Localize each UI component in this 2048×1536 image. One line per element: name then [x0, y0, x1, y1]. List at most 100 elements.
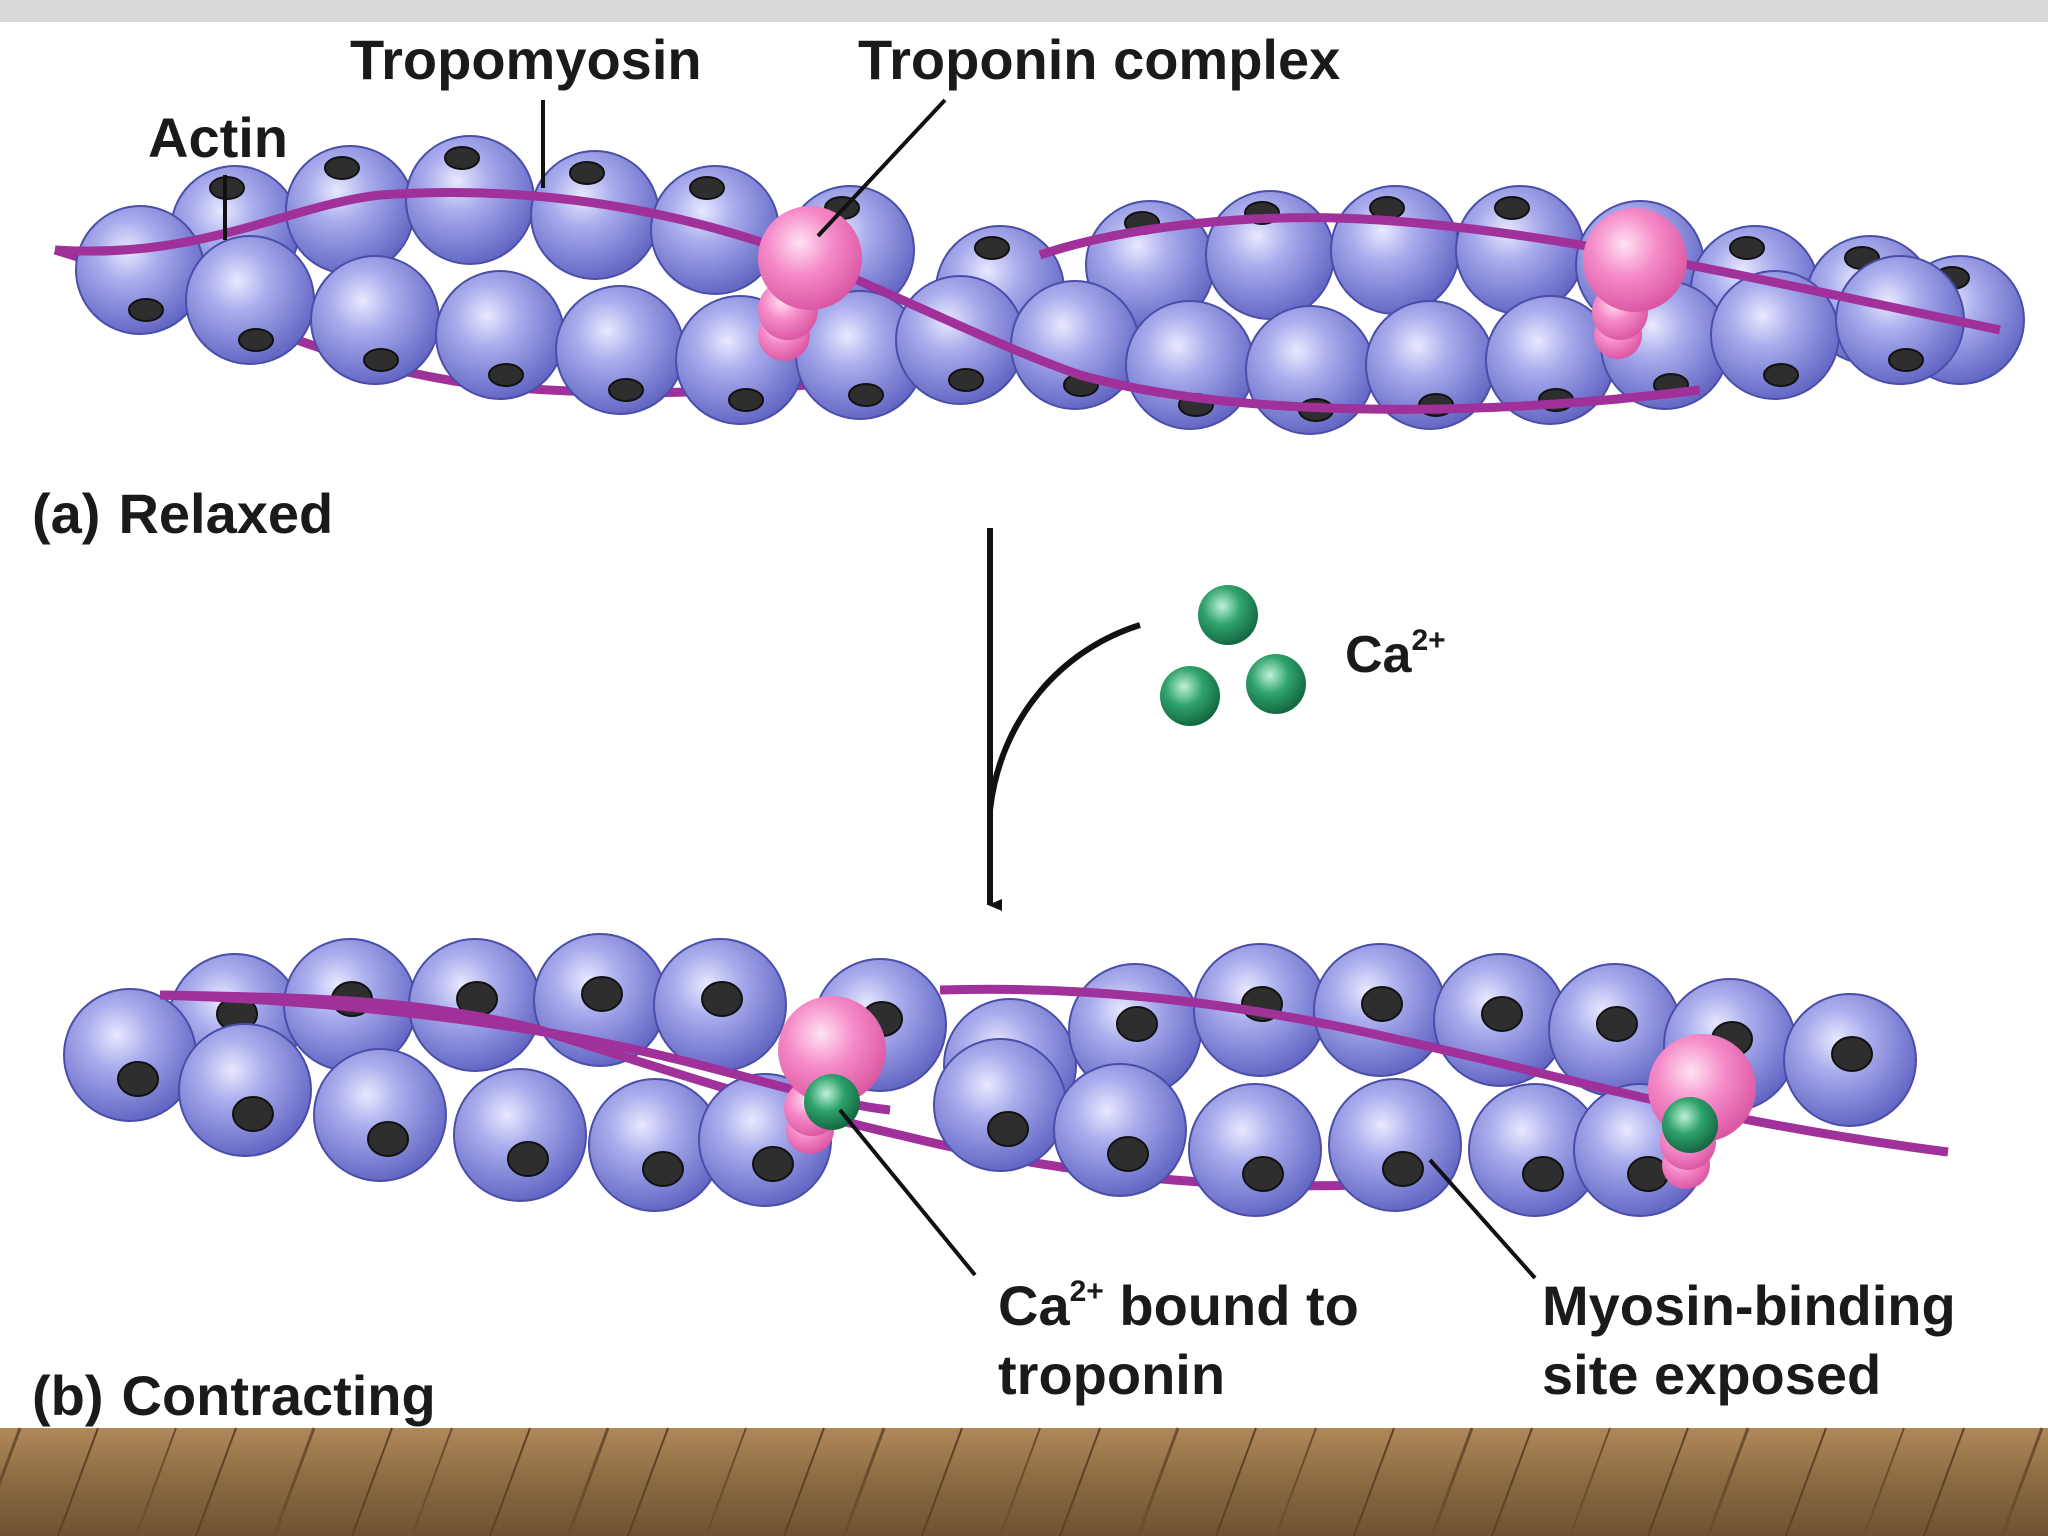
bound-label-charge: 2+ [1070, 1275, 1104, 1308]
plank-seam [411, 1427, 453, 1536]
myosin-binding-site [1831, 1036, 1873, 1072]
actin-monomer [795, 290, 925, 420]
plank-seam [627, 1427, 669, 1536]
calcium-label: Ca2+ [1345, 624, 1446, 684]
relaxed-caption: (a) Relaxed [32, 482, 333, 545]
plank-seam [999, 1427, 1041, 1536]
plank-seam [1215, 1427, 1257, 1536]
panel-b-title: Contracting [122, 1364, 436, 1427]
actin-monomer [63, 988, 197, 1122]
plank-seam [921, 1427, 963, 1536]
myosin-binding-site [1494, 196, 1530, 220]
actin-monomer [310, 255, 440, 385]
actin-monomer [178, 1023, 312, 1157]
plank-seam [2000, 1427, 2044, 1536]
actin-monomer [555, 285, 685, 415]
plank-seam [1569, 1427, 1611, 1536]
actin-monomer [1455, 185, 1585, 315]
actin-monomer [653, 938, 787, 1072]
troponin-complex-bound [778, 996, 886, 1154]
plank-seam [566, 1427, 610, 1536]
bound-calcium-label: Ca2+ bound to [998, 1274, 1359, 1337]
tropomyosin-label: Tropomyosin [350, 28, 702, 91]
myosin-binding-site [1481, 996, 1523, 1032]
actin-monomer [1245, 305, 1375, 435]
calcium-ion [1160, 666, 1220, 726]
contracting-caption: (b) Contracting [32, 1364, 436, 1427]
myosin-binding-site [948, 368, 984, 392]
plank-seam [1059, 1427, 1101, 1536]
myosin-binding-site [1116, 1006, 1158, 1042]
myosin-binding-site [238, 328, 274, 352]
actin-monomer [435, 270, 565, 400]
actin-monomer [408, 938, 542, 1072]
actin-monomer [75, 205, 205, 335]
plank-seam [1647, 1427, 1689, 1536]
bound-calcium-label-line2: troponin [998, 1343, 1225, 1406]
actin-monomer [453, 1068, 587, 1202]
myosin-binding-site [128, 298, 164, 322]
myosin-binding-site [488, 363, 524, 387]
tropomyosin-strand [1038, 213, 2001, 335]
myosin-binding-site [367, 1121, 409, 1157]
actin-monomer [1125, 300, 1255, 430]
plank-seam [1491, 1427, 1533, 1536]
actin-monomer [1783, 993, 1917, 1127]
myosin-binding-site [752, 1146, 794, 1182]
myosin-binding-site [1361, 986, 1403, 1022]
actin-monomer [895, 275, 1025, 405]
plank-seam [195, 1427, 237, 1536]
actin-monomer [588, 1078, 722, 1212]
tropomyosin-strand [939, 984, 1949, 1157]
troponin-complex [758, 206, 862, 361]
panel-a-letter: (a) [32, 482, 100, 545]
calcium-ion [1246, 654, 1306, 714]
myosin-binding-site [1888, 348, 1924, 372]
bound-calcium-ion [1662, 1097, 1718, 1153]
myosin-binding-site [1382, 1151, 1424, 1187]
actin-monomer [1330, 185, 1460, 315]
actin-monomer [1328, 1078, 1462, 1212]
myosin-binding-site [324, 156, 360, 180]
relaxed-filament [53, 135, 2025, 435]
myosin-binding-site [974, 236, 1010, 260]
actin-monomer [1188, 1083, 1322, 1217]
plank-seam [1706, 1427, 1750, 1536]
floor-planks [0, 1427, 2044, 1536]
actin-monomer [933, 1038, 1067, 1172]
myosin-binding-site [701, 981, 743, 1017]
actin-monomer [285, 145, 415, 275]
calcium-label-charge: 2+ [1411, 624, 1445, 657]
troponin-leader-line [816, 98, 947, 238]
actin-monomer [1205, 190, 1335, 320]
panel-a-title: Relaxed [118, 482, 333, 545]
plank-seam [0, 1427, 22, 1487]
myosin-binding-site [987, 1111, 1029, 1147]
actin-monomer [405, 135, 535, 265]
myosin-binding-site [1522, 1156, 1564, 1192]
panel-b-letter: (b) [32, 1364, 104, 1427]
plank-seam [1863, 1427, 1905, 1536]
plank-seam [705, 1427, 747, 1536]
actin-monomer [1010, 280, 1140, 410]
myosin-binding-site [1729, 236, 1765, 260]
myosin-binding-site [1107, 1136, 1149, 1172]
troponin-complex [1583, 208, 1687, 359]
myosin-binding-site [728, 388, 764, 412]
actin-monomer [1053, 1063, 1187, 1197]
myosin-binding-site [581, 976, 623, 1012]
plank-seam [272, 1427, 316, 1536]
actin-monomer [1835, 255, 1965, 385]
calcium-ion [1198, 585, 1258, 645]
myosin-binding-site [608, 378, 644, 402]
myosin-binding-site [363, 348, 399, 372]
myosin-binding-site [117, 1061, 159, 1097]
myosin-site-label-line1: Myosin-binding [1542, 1274, 1956, 1337]
top-bar [0, 0, 2048, 22]
plank-seam [1353, 1427, 1395, 1536]
plank-seam [135, 1427, 177, 1536]
bound-label-base: Ca [998, 1274, 1070, 1337]
myosin-binding-site [1627, 1156, 1669, 1192]
plank-seam [57, 1427, 99, 1536]
